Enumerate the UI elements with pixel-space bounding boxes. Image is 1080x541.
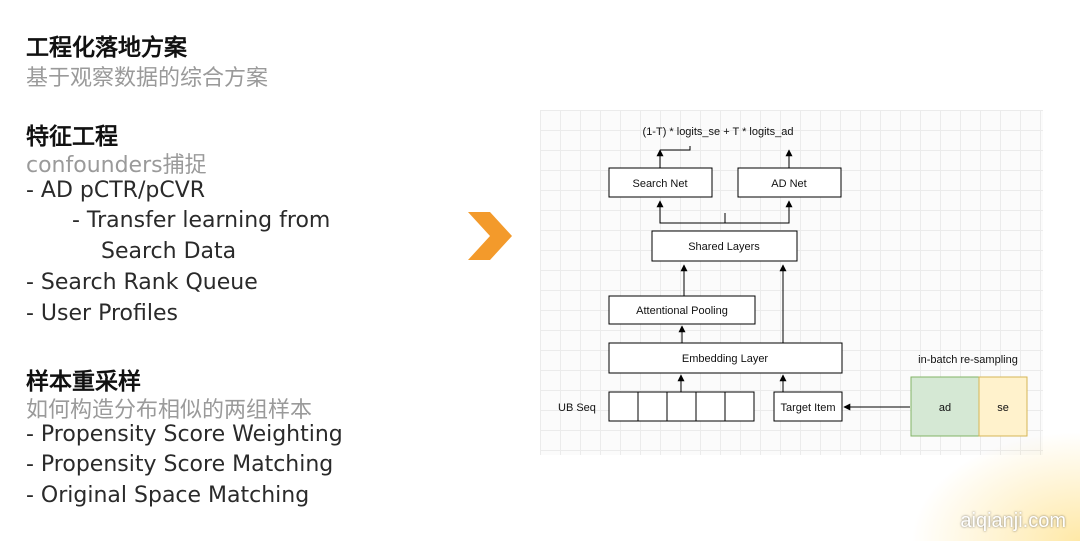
section-subtitle-engineering: 基于观察数据的综合方案 <box>26 66 269 91</box>
section-title-engineering: 工程化落地方案 <box>26 35 187 61</box>
ad-sample-cell <box>910 376 980 437</box>
embedding-layer-box <box>608 342 843 374</box>
section-subtitle-features: confounders捕捉 <box>26 153 207 178</box>
list-item: - Transfer learning from <box>72 208 331 233</box>
list-item: Search Data <box>101 239 237 264</box>
watermark: aiqianji.com <box>960 510 1066 532</box>
list-item: - Propensity Score Weighting <box>26 422 343 447</box>
section-title-resampling: 样本重采样 <box>26 369 141 395</box>
list-item: - Original Space Matching <box>26 483 310 508</box>
ad-cell-label: ad <box>939 402 951 414</box>
shared-layers-label: Shared Layers <box>688 241 760 253</box>
shared-layers-box <box>651 230 798 262</box>
se-sample-cell <box>978 376 1028 437</box>
left-text-panel: 工程化落地方案 基于观察数据的综合方案 特征工程 confounders捕捉 -… <box>0 0 470 541</box>
model-architecture-diagram: (1-T) * logits_se + T * logits_ad Search… <box>540 110 1043 455</box>
ub-seq-box <box>608 391 755 422</box>
list-item: - Search Rank Queue <box>26 270 258 295</box>
chevron-right-icon <box>468 212 512 260</box>
formula-label: (1-T) * logits_se + T * logits_ad <box>643 126 794 138</box>
ad-net-label: AD Net <box>771 178 806 190</box>
section-subtitle-resampling: 如何构造分布相似的两组样本 <box>26 398 313 423</box>
ub-seq-label: UB Seq <box>558 402 596 414</box>
list-item: - Propensity Score Matching <box>26 452 334 477</box>
search-net-box <box>608 167 713 198</box>
ad-net-box <box>737 167 842 198</box>
attentional-pooling-box <box>608 295 756 325</box>
target-item-box <box>773 391 843 422</box>
list-item: - User Profiles <box>26 301 178 326</box>
target-item-label: Target Item <box>780 402 835 414</box>
section-title-features: 特征工程 <box>26 124 118 150</box>
attentional-pooling-label: Attentional Pooling <box>636 305 728 317</box>
embedding-layer-label: Embedding Layer <box>682 353 769 365</box>
corner-glow <box>910 431 1080 541</box>
search-net-label: Search Net <box>632 178 687 190</box>
resampling-label: in-batch re-sampling <box>918 354 1018 366</box>
list-item: - AD pCTR/pCVR <box>26 178 206 203</box>
se-cell-label: se <box>997 402 1009 414</box>
